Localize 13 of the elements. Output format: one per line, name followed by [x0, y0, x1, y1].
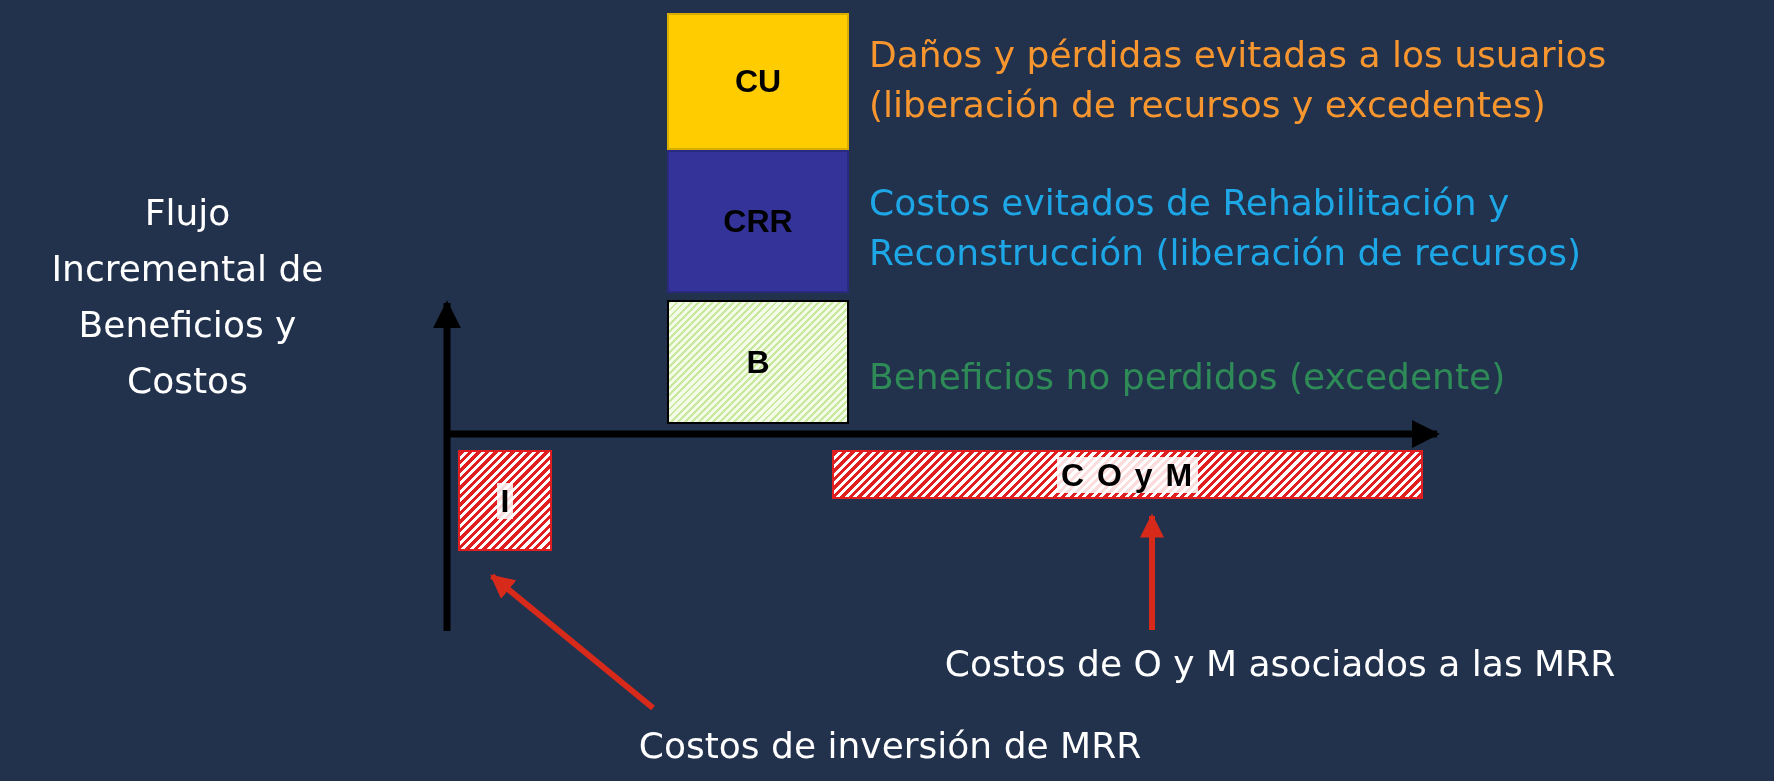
- description-text: Beneficios no perdidos (excedente): [869, 355, 1507, 399]
- hatched-bar: I: [458, 450, 552, 551]
- hatched-bar: C O y M: [832, 450, 1423, 499]
- stacked-bar-segment: CRR: [667, 150, 849, 293]
- annotation-text: Costos de inversión de MRR: [560, 722, 1220, 772]
- description-text: Costos evitados de Rehabilitación y Reconstrucción (liberación de recursos): [869, 181, 1583, 275]
- description-text: Daños y pérdidas evitadas a los usuarios (liberación de recursos y excedentes): [869, 33, 1608, 127]
- stacked-bar-segment: CU: [667, 13, 849, 150]
- arrow: [490, 573, 655, 711]
- arrow: [1140, 513, 1164, 630]
- hatched-bar: B: [667, 300, 849, 424]
- annotation-text: Costos de O y M asociados a las MRR: [860, 640, 1700, 690]
- axis-title: Flujo Incremental de Beneficios y Costos: [50, 191, 325, 403]
